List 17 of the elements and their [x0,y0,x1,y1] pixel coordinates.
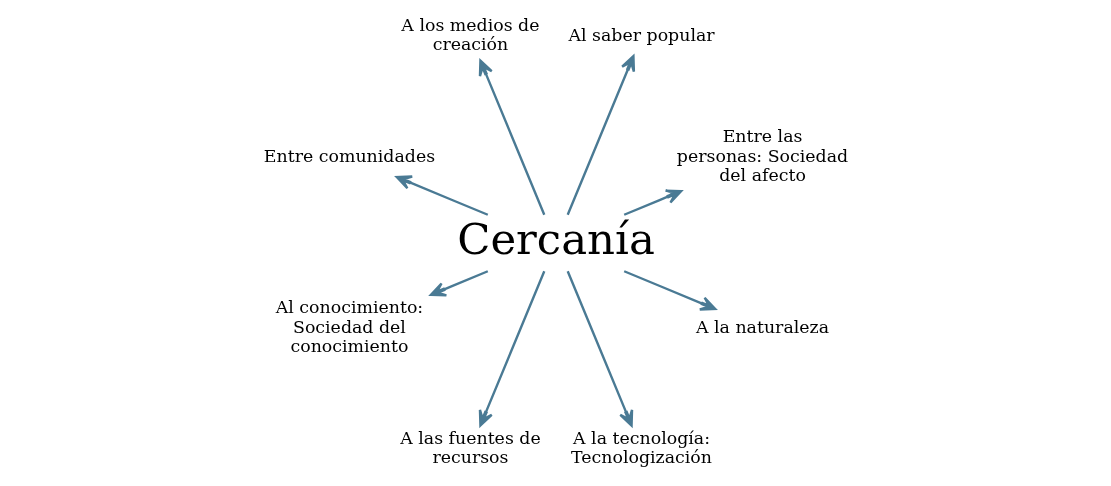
arrow [566,270,633,427]
node-text: Al conocimiento: Sociedad del conocimiento [275,297,423,357]
node-text: Cercanía [456,213,655,264]
arrow [478,270,545,427]
arrow [395,175,488,216]
node-text: A las fuentes de recursos [399,427,541,468]
arrow [623,189,682,216]
arrow [623,270,716,311]
arrow [429,270,488,297]
node-text: A los medios de creación [400,14,540,55]
node-text: A la tecnología: Tecnologización [570,427,712,468]
node-text: Entre las personas: Sociedad del afecto [676,126,848,186]
node-text: A la naturaleza [695,316,829,337]
node-text: Al saber popular [567,24,715,45]
node-text: Entre comunidades [263,145,435,166]
arrow [478,59,545,216]
arrow [566,54,635,216]
